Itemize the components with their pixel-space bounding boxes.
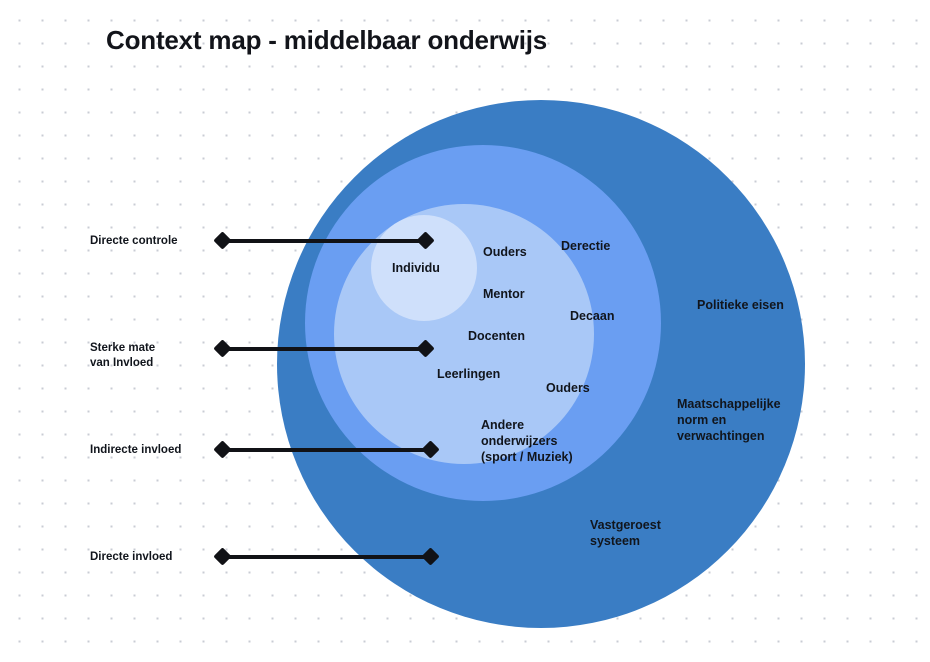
connector-dot-left-icon: [213, 231, 232, 250]
connector-directe-invloed[interactable]: [213, 547, 440, 567]
connector-bar: [221, 448, 432, 452]
connector-bar: [221, 239, 427, 243]
node-label-politieke-eisen: Politieke eisen: [697, 298, 784, 312]
node-label-derectie: Derectie: [561, 239, 611, 253]
legend-label-directe-controle: Directe controle: [90, 235, 178, 247]
connector-dot-left-icon: [213, 440, 232, 459]
node-label-ouders-mid: Ouders: [546, 381, 590, 395]
legend-label-indirecte-invloed: Indirecte invloed: [90, 444, 182, 456]
connector-bar: [221, 347, 427, 351]
connector-dot-right-icon: [416, 339, 435, 358]
node-label-docenten: Docenten: [468, 329, 525, 343]
node-label-andere-onderwijzers: Andere onderwijzers (sport / Muziek): [481, 418, 573, 464]
node-label-mentor: Mentor: [483, 287, 525, 301]
connector-dot-right-icon: [421, 547, 440, 566]
node-label-leerlingen: Leerlingen: [437, 367, 501, 381]
connector-indirecte-invloed[interactable]: [213, 440, 440, 460]
connector-dot-left-icon: [213, 339, 232, 358]
node-label-ouders-inner: Ouders: [483, 245, 527, 259]
connector-dot-left-icon: [213, 547, 232, 566]
legend-label-directe-invloed: Directe invloed: [90, 551, 173, 563]
node-label-vastgeroest-systeem: Vastgeroest systeem: [590, 518, 661, 548]
page-title: Context map - middelbaar onderwijs: [106, 25, 548, 55]
connector-bar: [221, 555, 432, 559]
connector-dot-right-icon: [421, 440, 440, 459]
legend-label-sterke-mate-van-invloed: Sterke mate van Invloed: [90, 342, 156, 369]
connector-sterke-mate-van-invloed[interactable]: [213, 339, 435, 359]
connector-dot-right-icon: [416, 231, 435, 250]
node-label-maatschappelijke-norm: Maatschappelijke norm en verwachtingen: [677, 397, 781, 443]
node-label-individu: Individu: [392, 261, 440, 275]
connector-directe-controle[interactable]: [213, 231, 435, 251]
node-label-decaan: Decaan: [570, 309, 615, 323]
